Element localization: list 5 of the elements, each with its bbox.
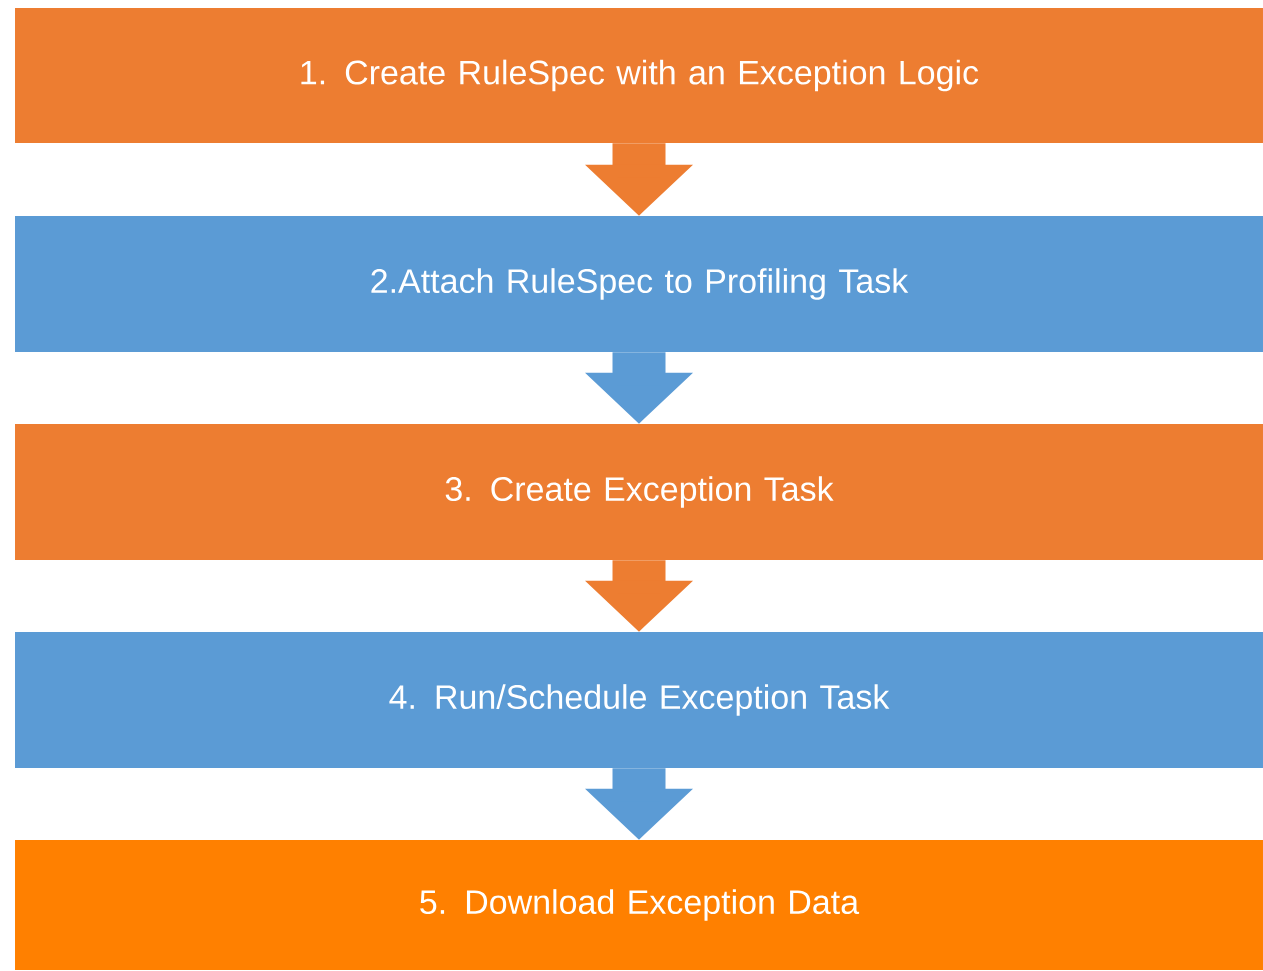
process-box: 5. Download Exception Data [15,840,1263,970]
process-box: 2.Attach RuleSpec to Profiling Task [15,216,1263,352]
process-box: 1. Create RuleSpec with an Exception Logic [15,8,1263,143]
process-box: 4. Run/Schedule Exception Task [15,632,1263,768]
process-box: 3. Create Exception Task [15,424,1263,560]
